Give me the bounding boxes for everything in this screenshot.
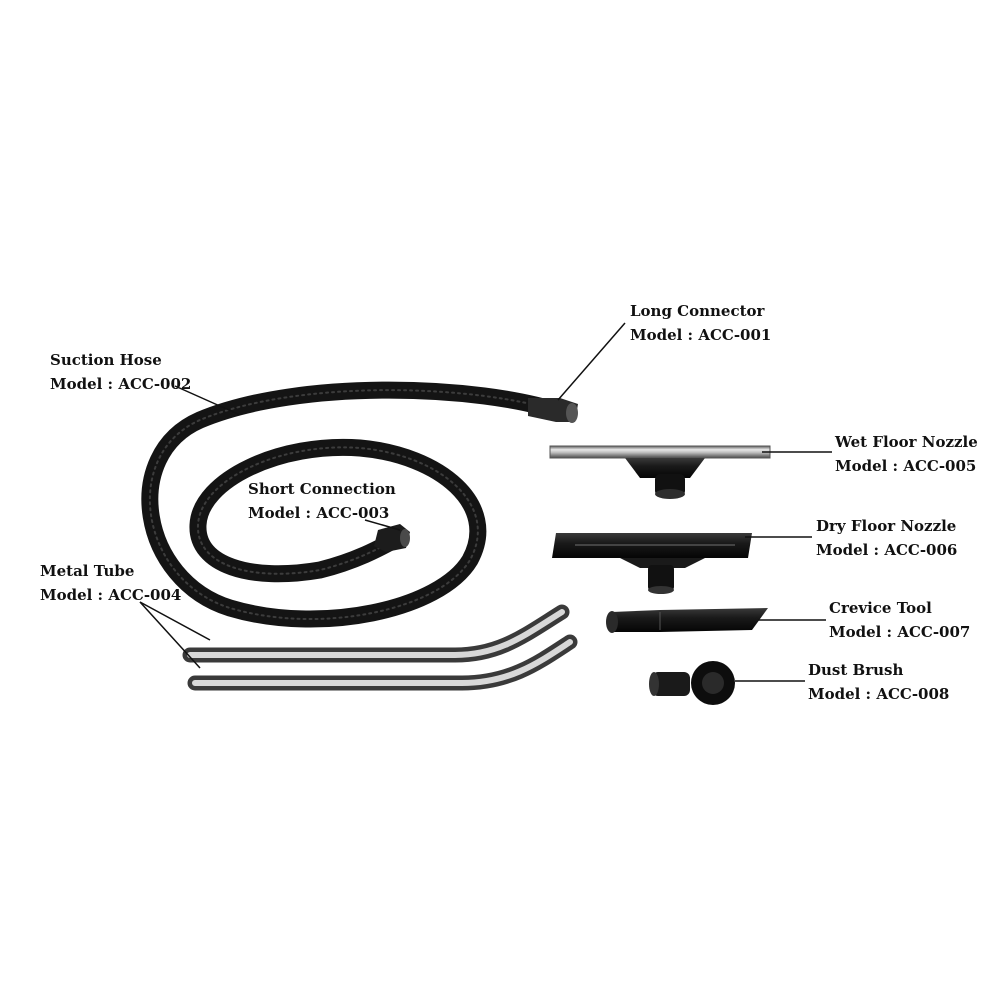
dust-brush-graphic: [649, 661, 735, 705]
name-short-connection: Short Connection: [248, 480, 396, 498]
name-metal-tube: Metal Tube: [40, 562, 135, 580]
metal-tubes-graphic: [182, 604, 578, 691]
label-wet-floor-nozzle: Wet Floor Nozzle Model : ACC-005: [835, 430, 978, 478]
suction-hose-graphic: [141, 381, 569, 628]
name-suction-hose: Suction Hose: [50, 351, 162, 369]
leader-metal-tube-2: [139, 601, 201, 669]
crevice-tool-graphic: [606, 608, 768, 633]
dry-floor-nozzle-graphic: [552, 533, 752, 594]
model-short-connection: Model : ACC-003: [248, 504, 390, 522]
label-suction-hose: Suction Hose Model : ACC-002: [50, 348, 191, 396]
name-wet-floor-nozzle: Wet Floor Nozzle: [835, 433, 978, 451]
short-connection-graphic: [374, 524, 410, 552]
name-dust-brush: Dust Brush: [808, 661, 904, 679]
name-long-connector: Long Connector: [630, 302, 765, 320]
name-crevice-tool: Crevice Tool: [829, 599, 932, 617]
model-dust-brush: Model : ACC-008: [808, 685, 950, 703]
leader-suction-hose: [174, 385, 241, 416]
label-short-connection: Short Connection Model : ACC-003: [248, 477, 396, 525]
leader-long-connector: [557, 322, 626, 401]
label-dry-floor-nozzle: Dry Floor Nozzle Model : ACC-006: [816, 514, 957, 562]
leader-metal-tube-1: [139, 601, 211, 641]
wet-floor-nozzle-graphic: [549, 445, 771, 499]
model-suction-hose: Model : ACC-002: [50, 375, 192, 393]
model-wet-floor-nozzle: Model : ACC-005: [835, 457, 977, 475]
long-connector-graphic: [528, 398, 578, 423]
model-metal-tube: Model : ACC-004: [40, 586, 182, 604]
label-long-connector: Long Connector Model : ACC-001: [630, 299, 771, 347]
label-dust-brush: Dust Brush Model : ACC-008: [808, 658, 949, 706]
name-dry-floor-nozzle: Dry Floor Nozzle: [816, 517, 957, 535]
model-dry-floor-nozzle: Model : ACC-006: [816, 541, 958, 559]
leader-short-connection: [364, 519, 401, 531]
model-crevice-tool: Model : ACC-007: [829, 623, 971, 641]
label-crevice-tool: Crevice Tool Model : ACC-007: [829, 596, 970, 644]
model-long-connector: Model : ACC-001: [630, 326, 772, 344]
label-metal-tube: Metal Tube Model : ACC-004: [40, 559, 181, 607]
leader-lines: [139, 322, 832, 682]
